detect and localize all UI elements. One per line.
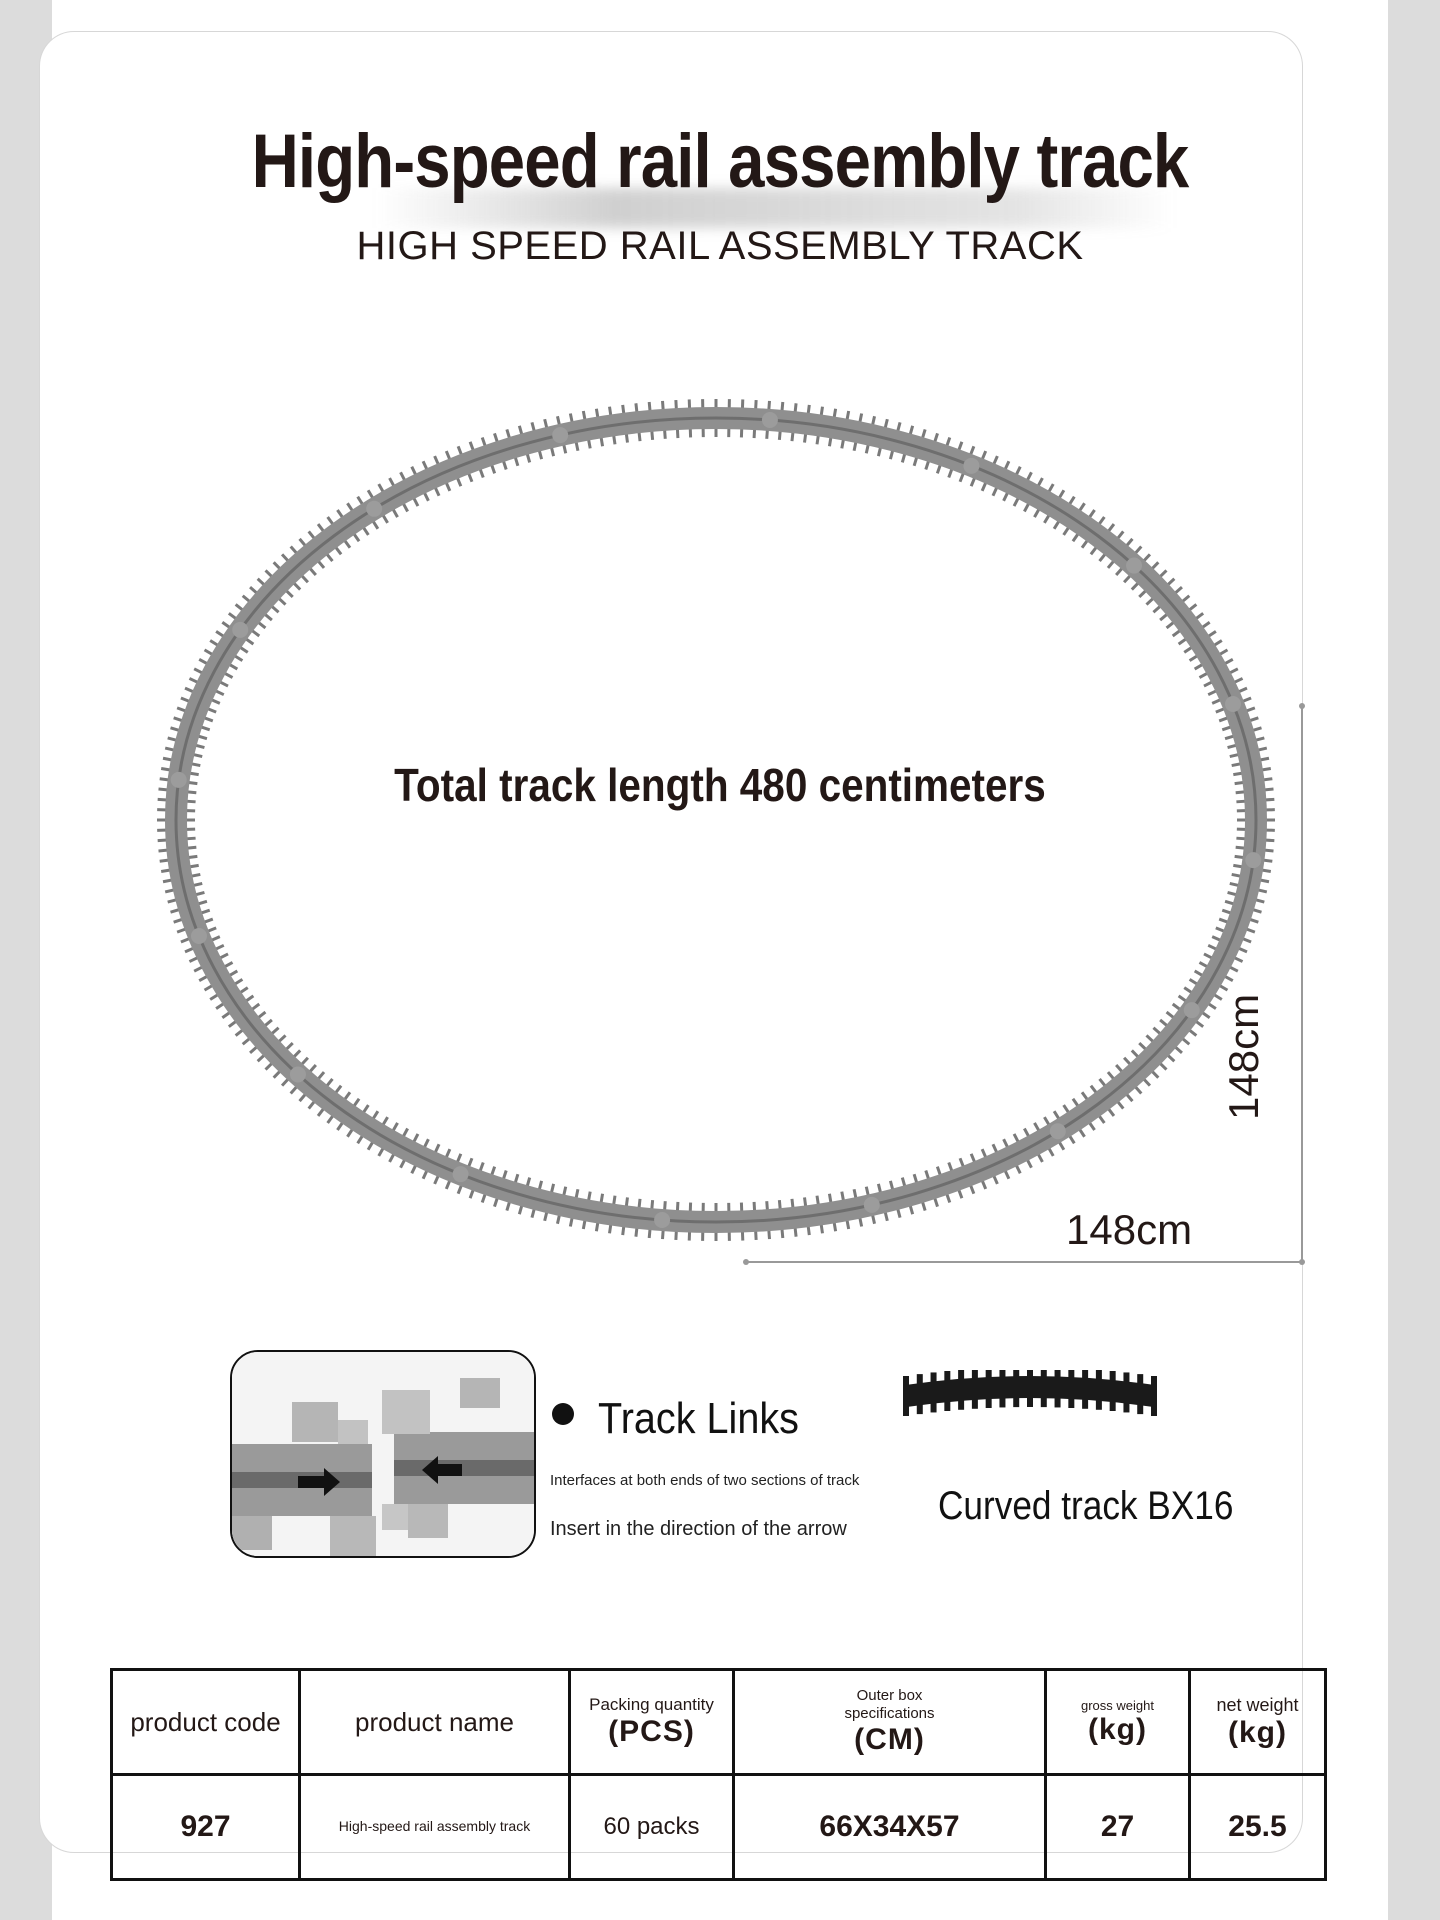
track-links-instruction: Insert in the direction of the arrow <box>550 1518 847 1540</box>
header-gross-weight: gross weight (kg) <box>1044 1668 1191 1776</box>
track-link-photo <box>230 1350 536 1558</box>
height-dimension-start <box>1299 703 1305 709</box>
cell-product-code: 927 <box>110 1773 301 1881</box>
table-row: 927 High-speed rail assembly track 60 pa… <box>110 1773 1327 1881</box>
insert-arrow-right-icon <box>298 1468 340 1496</box>
header-product-name: product name <box>298 1668 571 1776</box>
width-dimension-start <box>743 1259 749 1265</box>
spec-table: product code product name Packing quanti… <box>110 1668 1327 1881</box>
track-joint <box>1183 1002 1200 1019</box>
track-rail-center <box>174 416 1258 1224</box>
header-outer-box: Outer box specifications (CM) <box>732 1668 1047 1776</box>
track-joint <box>963 457 980 474</box>
track-link-illustration <box>232 1352 534 1556</box>
title-shadow-decoration <box>375 188 1175 228</box>
total-length-label: Total track length 480 centimeters <box>394 759 1046 811</box>
track-joint <box>1225 696 1242 713</box>
curved-track-label: Curved track BX16 <box>938 1484 1234 1528</box>
track-joint <box>232 621 249 638</box>
height-dimension-label: 148cm <box>1220 993 1267 1120</box>
header-packing-quantity: Packing quantity (PCS) <box>568 1668 735 1776</box>
track-links-description: Interfaces at both ends of two sections … <box>550 1472 860 1489</box>
track-joint <box>1049 1123 1066 1140</box>
track-joint <box>1126 557 1143 574</box>
cell-net-weight: 25.5 <box>1188 1773 1327 1881</box>
cell-product-name: High-speed rail assembly track <box>298 1773 571 1881</box>
track-joint <box>170 771 187 788</box>
width-dimension-label: 148cm <box>1066 1206 1193 1253</box>
bullet-dot-icon <box>552 1403 574 1425</box>
table-header-row: product code product name Packing quanti… <box>110 1668 1327 1776</box>
track-joint <box>552 427 569 444</box>
oval-track-illustration <box>157 399 1305 1265</box>
track-joint <box>761 412 778 429</box>
cell-box-size: 66X34X57 <box>732 1773 1047 1881</box>
header-product-code: product code <box>110 1668 301 1776</box>
track-joint <box>366 500 383 517</box>
curved-track-icon <box>903 1370 1157 1416</box>
track-ties <box>157 399 1275 1241</box>
insert-arrow-left-icon <box>422 1456 462 1484</box>
cell-quantity: 60 packs <box>568 1773 735 1881</box>
track-joint <box>190 927 207 944</box>
track-joints <box>170 412 1262 1228</box>
track-joint <box>863 1196 880 1213</box>
track-joint <box>452 1166 469 1183</box>
page-subtitle: HIGH SPEED RAIL ASSEMBLY TRACK <box>356 224 1084 268</box>
header-net-weight: net weight (kg) <box>1188 1668 1327 1776</box>
track-rail-bed <box>165 407 1267 1233</box>
track-joint <box>1245 852 1262 869</box>
cell-gross-weight: 27 <box>1044 1773 1191 1881</box>
track-joint <box>289 1066 306 1083</box>
track-links-title: Track Links <box>598 1394 799 1443</box>
track-joint <box>654 1211 671 1228</box>
page-title: High-speed rail assembly track <box>251 119 1190 204</box>
